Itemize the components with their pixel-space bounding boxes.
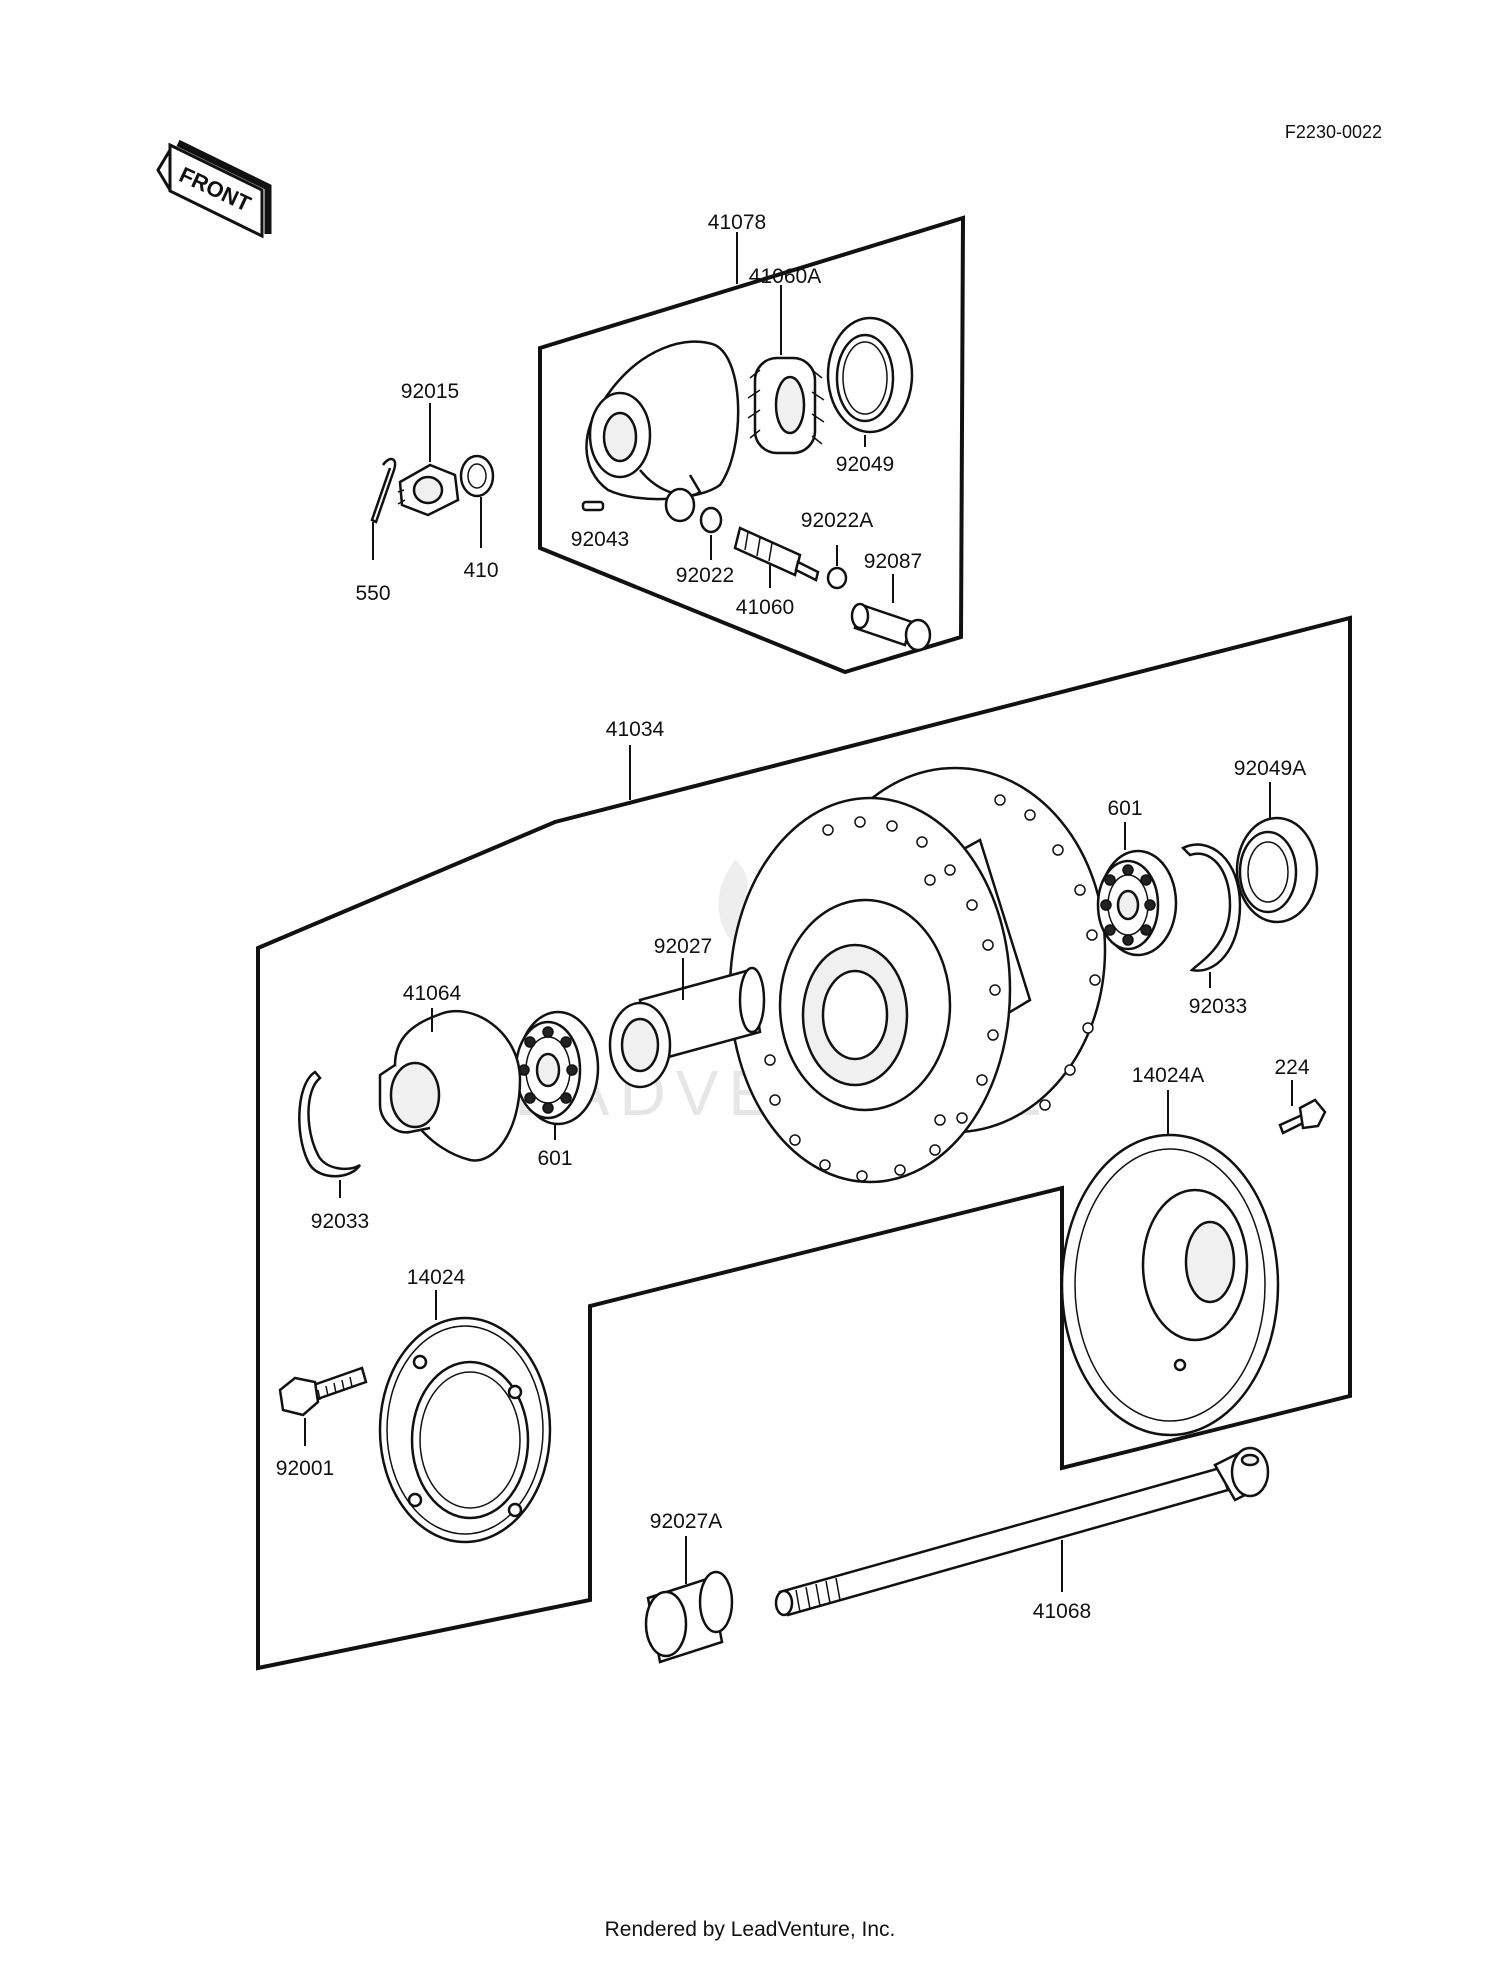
dust-cover-41064 <box>378 1009 522 1162</box>
part-label-41060A: 41060A <box>749 265 821 288</box>
part-label-92049: 92049 <box>836 453 894 476</box>
washer-92022A <box>826 566 848 590</box>
part-label-41064: 41064 <box>403 982 462 1005</box>
part-label-224: 224 <box>1274 1056 1309 1079</box>
cotter-pin-550 <box>370 457 397 524</box>
circlip-92033-left <box>298 1070 362 1178</box>
part-label-92087: 92087 <box>864 550 922 573</box>
collar-92027A <box>644 1570 734 1664</box>
part-label-14024A: 14024A <box>1132 1064 1204 1087</box>
part-label-92022: 92022 <box>676 564 734 587</box>
spacer-tube-92027 <box>608 966 766 1089</box>
washer-410 <box>459 454 495 498</box>
assembly-frame-41078 <box>538 215 966 675</box>
circlip-92033-right <box>1180 843 1242 972</box>
axle-41068 <box>774 1446 1270 1617</box>
drive-gear-41060A <box>747 356 825 455</box>
part-label-14024: 14024 <box>407 1266 466 1289</box>
part-label-92027A: 92027A <box>650 1510 722 1533</box>
washer-92022 <box>699 506 723 534</box>
part-label-41060: 41060 <box>736 596 794 619</box>
part-label-92001: 92001 <box>276 1457 334 1480</box>
part-label-601-right: 601 <box>1107 797 1142 820</box>
bearing-601-left <box>514 1010 600 1126</box>
bolt-92001 <box>278 1366 368 1417</box>
part-label-92043: 92043 <box>571 528 629 551</box>
part-label-92022A: 92022A <box>801 509 873 532</box>
part-label-410: 410 <box>463 559 498 582</box>
part-label-41034: 41034 <box>606 718 665 741</box>
footer-credit: Rendered by LeadVenture, Inc. <box>604 1918 896 1941</box>
oil-seal-92049 <box>826 316 914 434</box>
part-label-92027: 92027 <box>654 935 712 958</box>
screw-224 <box>1278 1098 1327 1135</box>
bushing-92087 <box>850 602 932 652</box>
pinion-41060 <box>733 526 820 582</box>
bearing-601-right <box>1096 849 1178 957</box>
pin-92043 <box>581 500 605 512</box>
part-label-41078: 41078 <box>708 211 766 234</box>
assembly-frame-41034 <box>256 615 1352 1671</box>
front-direction-badge: FRONT <box>156 139 272 239</box>
brake-plate-14024A <box>1060 1133 1280 1437</box>
gear-housing <box>585 340 740 523</box>
oil-seal-92049A <box>1235 816 1319 924</box>
diagram-code: F2230-0022 <box>1284 122 1382 142</box>
part-label-601-left: 601 <box>537 1147 572 1170</box>
wheel-hub <box>728 766 1107 1184</box>
part-label-92015: 92015 <box>401 380 459 403</box>
part-label-92033-left: 92033 <box>311 1210 369 1233</box>
part-label-92033-right: 92033 <box>1189 995 1247 1018</box>
hub-spoke-holes <box>764 794 1101 1182</box>
part-label-41068: 41068 <box>1033 1600 1091 1623</box>
part-label-92049A: 92049A <box>1234 757 1306 780</box>
part-label-550: 550 <box>355 582 390 605</box>
brake-plate-14024 <box>378 1316 552 1544</box>
castle-nut-92015 <box>397 463 460 517</box>
